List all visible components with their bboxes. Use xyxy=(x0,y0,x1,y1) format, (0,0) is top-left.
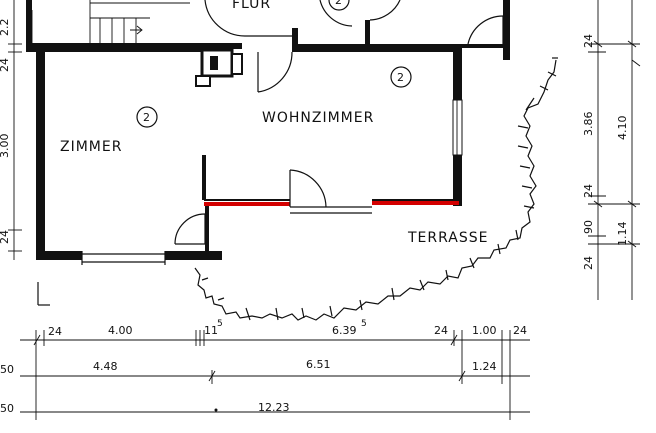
room-marker-wohnzimmer-number: 2 xyxy=(397,71,404,84)
dim-left-zimmer: 3.00 xyxy=(0,134,11,159)
dim-row3-offset: 50 xyxy=(0,402,14,415)
dim-row3-dot xyxy=(214,408,218,412)
dim-row1-wall-mid: 11 xyxy=(204,324,218,337)
room-marker-zimmer-number: 2 xyxy=(143,111,150,124)
dimension-lines-bottom xyxy=(20,330,530,420)
terrace-outline xyxy=(194,59,557,321)
windows xyxy=(81,99,463,265)
room-marker-flur-number: 2 xyxy=(335,0,342,7)
room-marker-wohnzimmer: 2 xyxy=(390,66,412,88)
dim-right-wall-top: 24 xyxy=(582,34,595,48)
dim-row2-wohnzimmer: 6.51 xyxy=(306,358,331,371)
dimension-lines-left xyxy=(8,0,22,260)
dim-row2-offset: 50 xyxy=(0,363,14,376)
walls xyxy=(26,0,510,260)
room-label-wohnzimmer: WOHNZIMMER xyxy=(262,110,374,126)
room-label-terrasse: TERRASSE xyxy=(407,230,488,246)
dim-row1-window: 1.00 xyxy=(472,324,497,337)
dim-row2-right: 1.24 xyxy=(472,360,497,373)
staircase xyxy=(31,0,190,43)
dim-row1-zimmer: 4.00 xyxy=(108,324,133,337)
dim-left-wall-bottom: 24 xyxy=(0,230,11,244)
dim-row1-wall-left: 24 xyxy=(48,325,62,338)
dim-left-wall-top: 24 xyxy=(0,58,11,72)
dim-row2-zimmer: 4.48 xyxy=(93,360,118,373)
dim-row3-total: 12.23 xyxy=(258,401,290,414)
doors xyxy=(174,0,504,245)
room-marker-flur: 2 xyxy=(328,0,350,11)
dim-right-total-lower: 1.14 xyxy=(616,222,629,247)
dim-right-wall-bottom: 24 xyxy=(582,256,595,270)
dim-left-top: 2.2 xyxy=(0,19,11,37)
dim-right-total-upper: 4.10 xyxy=(616,116,629,141)
dim-row1-wohnzimmer: 6.39 xyxy=(332,324,357,337)
dim-row1-wall-end: 24 xyxy=(513,324,527,337)
dim-row1-wohnzimmer-sup: 5 xyxy=(361,319,367,329)
dim-row1-wall-mid-sup: 5 xyxy=(217,319,223,329)
room-marker-zimmer: 2 xyxy=(136,106,158,128)
highlighted-walls xyxy=(204,199,459,206)
dim-right-terrace: 90 xyxy=(582,220,595,234)
dim-right-wall-mid: 24 xyxy=(582,184,595,198)
room-label-flur: FLUR xyxy=(232,0,271,12)
dim-row1-wall-right: 24 xyxy=(434,324,448,337)
room-label-zimmer: ZIMMER xyxy=(60,139,122,155)
dim-right-wohnzimmer: 3.86 xyxy=(582,112,595,137)
dimension-lines-right xyxy=(588,0,641,300)
